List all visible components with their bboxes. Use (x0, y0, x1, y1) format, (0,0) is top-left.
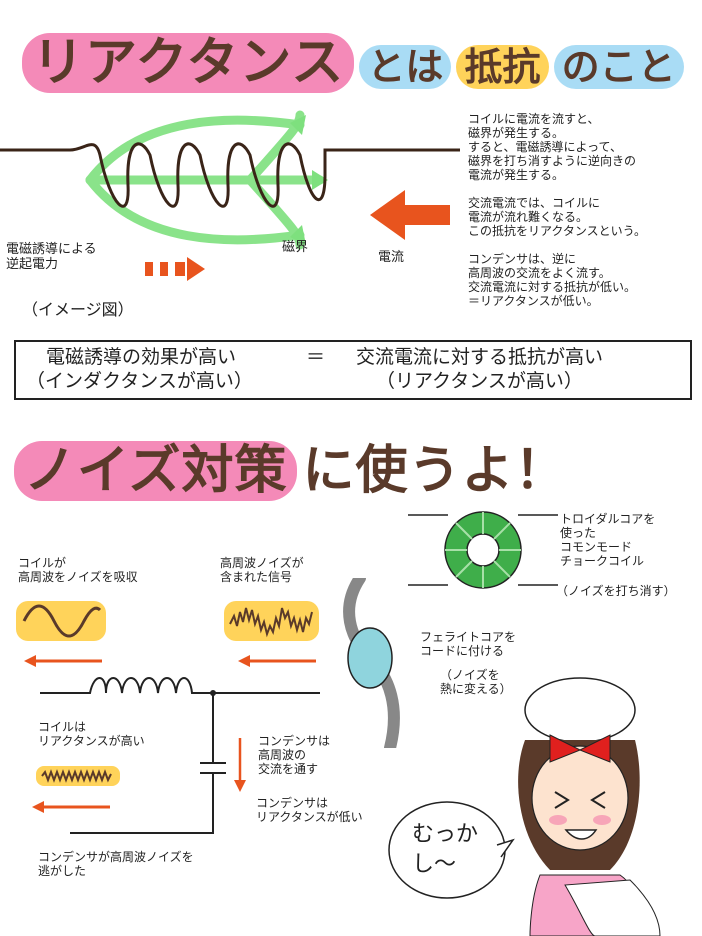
bottom-title: ノイズ対策 に使うよ！ (14, 428, 568, 503)
label-ferrite: フェライトコアを コードに付ける (420, 630, 517, 658)
label-coil-absorb: コイルが 高周波をノイズを吸収 (18, 556, 138, 584)
title-towa: とは (359, 45, 452, 89)
signal-arrow-3 (32, 801, 110, 813)
coil-wire (0, 142, 460, 208)
noisy-signal (224, 601, 319, 641)
clean-signal (16, 601, 106, 641)
label-toroid-note: （ノイズを打ち消す） (556, 584, 676, 598)
label-back-emf: 電磁誘導による 逆起電力 (6, 242, 97, 272)
label-magnetic-field: 磁界 (282, 240, 309, 255)
summary-box: 電磁誘導の効果が高い （インダクタンスが高い） ＝ 交流電流に対する抵抗が高い … (14, 340, 692, 400)
field-arrowheads (290, 115, 328, 245)
title-resistance: 抵抗 (456, 45, 549, 89)
summary-right-2: （リアクタンスが高い） (376, 370, 583, 392)
character-illustration (518, 677, 661, 936)
summary-equals: ＝ (306, 346, 326, 368)
filtered-signal (36, 766, 120, 786)
summary-left-2: （インダクタンスが高い） (26, 370, 253, 392)
circuit-wire-down (70, 693, 226, 834)
label-toroid: トロイダルコアを 使った コモンモード チョークコイル (560, 512, 656, 568)
label-cap-pass: コンデンサは 高周波の 交流を通す (258, 734, 331, 776)
title-nokoto: のこと (553, 45, 684, 89)
toroid-illustration (408, 511, 558, 589)
filter-circuit (40, 677, 320, 834)
top-title: リアクタンス とは 抵抗 のこと (22, 20, 684, 95)
coil-field-illustration (0, 110, 460, 281)
label-current: 電流 (378, 250, 405, 265)
title-reactance: リアクタンス (22, 33, 355, 93)
cap-arrow (234, 738, 246, 792)
label-noisy-signal: 高周波ノイズが 含まれた信号 (220, 556, 304, 584)
label-cap-escape: コンデンサが高周波ノイズを 逃がした (38, 850, 194, 878)
summary-left-1: 電磁誘導の効果が高い (46, 346, 237, 368)
speech-bubble-shape (388, 801, 515, 899)
title-noise-measures: ノイズ対策 (14, 441, 298, 501)
signal-arrow-1 (24, 655, 102, 667)
summary-right-1: 交流電流に対する抵抗が高い (356, 346, 604, 368)
label-ferrite-note: （ノイズを 熱に変える） (440, 668, 512, 696)
ferrite-cable-illustration (343, 578, 400, 748)
speech-text: むっか し～ (412, 822, 479, 877)
top-explanation: コイルに電流を流すと、 磁界が発生する。 すると、電磁誘導によって、 磁界を打ち… (468, 112, 646, 308)
title-use-it: に使うよ！ (302, 441, 568, 501)
label-image-figure: （イメージ図） (22, 300, 134, 319)
label-coil-high: コイルは リアクタンスが高い (38, 720, 145, 748)
back-emf-arrow (145, 257, 205, 281)
current-arrow (370, 190, 450, 240)
signal-arrow-2 (238, 655, 316, 667)
label-cap-low: コンデンサは リアクタンスが低い (256, 796, 363, 824)
circuit-wire-top (40, 677, 320, 694)
